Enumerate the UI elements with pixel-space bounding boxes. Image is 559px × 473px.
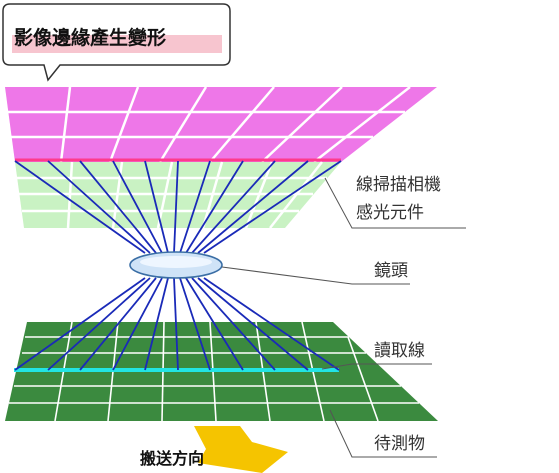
direction-label: 搬送方向 — [140, 449, 204, 468]
image-grid-fill — [5, 87, 437, 162]
lens-highlight — [140, 256, 212, 268]
callout-title: 影像邊緣產生變形 — [14, 26, 166, 49]
label-sensor-line2: 感光元件 — [356, 203, 424, 223]
light-rays — [14, 160, 342, 371]
callout-bubble: 影像邊緣產生變形 — [2, 3, 231, 82]
leader-scan-line — [321, 363, 432, 370]
leader-lines — [221, 177, 466, 458]
leader-sensor — [324, 177, 466, 229]
leader-lens — [221, 266, 410, 285]
direction-arrow: 搬送方向 — [140, 426, 288, 473]
label-sensor-line1: 線掃描相機 — [356, 175, 441, 195]
label-object: 待測物 — [374, 434, 425, 454]
callout-highlight — [12, 35, 222, 53]
lens — [129, 251, 223, 279]
sensor-grid-lines — [17, 161, 327, 229]
image-grid-lines — [5, 86, 411, 163]
arrow-shape — [194, 426, 288, 473]
label-lens: 鏡頭 — [374, 261, 408, 281]
object-grid-lines — [9, 321, 419, 422]
leader-object — [329, 409, 437, 458]
image-plane — [5, 86, 437, 163]
label-scan-line: 讀取線 — [374, 341, 425, 361]
